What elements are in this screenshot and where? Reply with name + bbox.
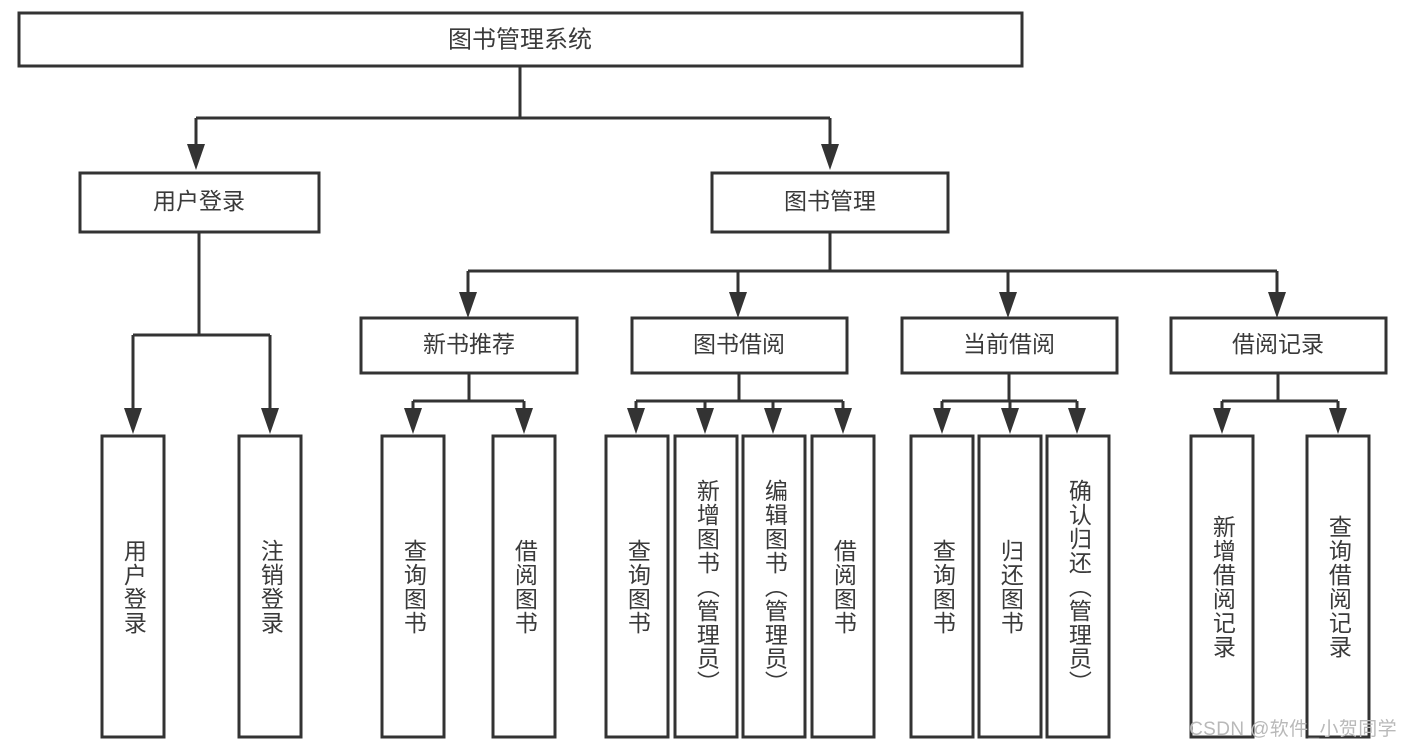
watermark-text: CSDN @软件_小贺同学 — [1189, 719, 1397, 740]
node-root-label: 图书管理系统 — [448, 26, 592, 53]
arrow-to-leaf-cb-1 — [1001, 408, 1019, 434]
node-book-borrow-label: 图书借阅 — [693, 331, 785, 357]
leaf-box-bb-query-book[interactable] — [604, 434, 670, 739]
arrow-to-leaf-bb-3 — [834, 408, 852, 434]
arrow-to-new-book-recommend — [459, 292, 477, 318]
node-new-book-recommend-label: 新书推荐 — [423, 331, 515, 357]
arrow-to-leaf-nbr-0 — [404, 408, 422, 434]
leaf-box-bb-borrow-book[interactable] — [810, 434, 876, 739]
arrow-to-borrow-record — [1268, 292, 1286, 318]
leaf-box-logout[interactable] — [237, 434, 303, 739]
leaf-box-user-login[interactable] — [100, 434, 166, 739]
arrow-to-leaf-nbr-1 — [515, 408, 533, 434]
node-borrow-record-label: 借阅记录 — [1232, 331, 1324, 357]
leaf-box-bb-add-book[interactable] — [673, 434, 739, 739]
node-current-borrow-box[interactable] — [900, 316, 1119, 375]
arrow-to-leaf-br-1 — [1329, 408, 1347, 434]
arrow-to-current-borrow — [999, 292, 1017, 318]
leaf-box-br-add-record[interactable] — [1189, 434, 1255, 739]
arrow-to-user-login — [187, 144, 205, 170]
arrow-to-leaf-logout — [261, 408, 279, 434]
arrow-to-book-borrow — [729, 292, 747, 318]
node-user-login-label: 用户登录 — [153, 188, 245, 214]
arrow-to-leaf-br-0 — [1213, 408, 1231, 434]
leaf-box-bb-edit-book[interactable] — [741, 434, 807, 739]
leaf-box-cb-confirm-return[interactable] — [1045, 434, 1111, 739]
node-book-manage-label: 图书管理 — [784, 188, 876, 214]
arrow-to-book-manage — [821, 144, 839, 170]
node-book-borrow-box[interactable] — [630, 316, 849, 375]
arrow-to-leaf-cb-0 — [933, 408, 951, 434]
leaf-box-nbr-query-book[interactable] — [380, 434, 446, 739]
leaf-box-cb-query-book[interactable] — [909, 434, 975, 739]
node-borrow-record-box[interactable] — [1169, 316, 1388, 375]
leaf-box-cb-return-book[interactable] — [977, 434, 1043, 739]
arrow-to-leaf-cb-2 — [1068, 408, 1086, 434]
leaf-box-nbr-borrow-book[interactable] — [491, 434, 557, 739]
leaf-box-br-query-record[interactable] — [1305, 434, 1371, 739]
arrow-to-leaf-bb-1 — [696, 408, 714, 434]
node-book-manage-box[interactable] — [710, 171, 950, 234]
node-root-box[interactable] — [17, 11, 1024, 68]
arrow-to-leaf-bb-2 — [764, 408, 782, 434]
arrow-to-leaf-user-login — [124, 408, 142, 434]
arrow-to-leaf-bb-0 — [627, 408, 645, 434]
node-current-borrow-label: 当前借阅 — [963, 331, 1055, 357]
node-new-book-recommend-box[interactable] — [359, 316, 579, 375]
